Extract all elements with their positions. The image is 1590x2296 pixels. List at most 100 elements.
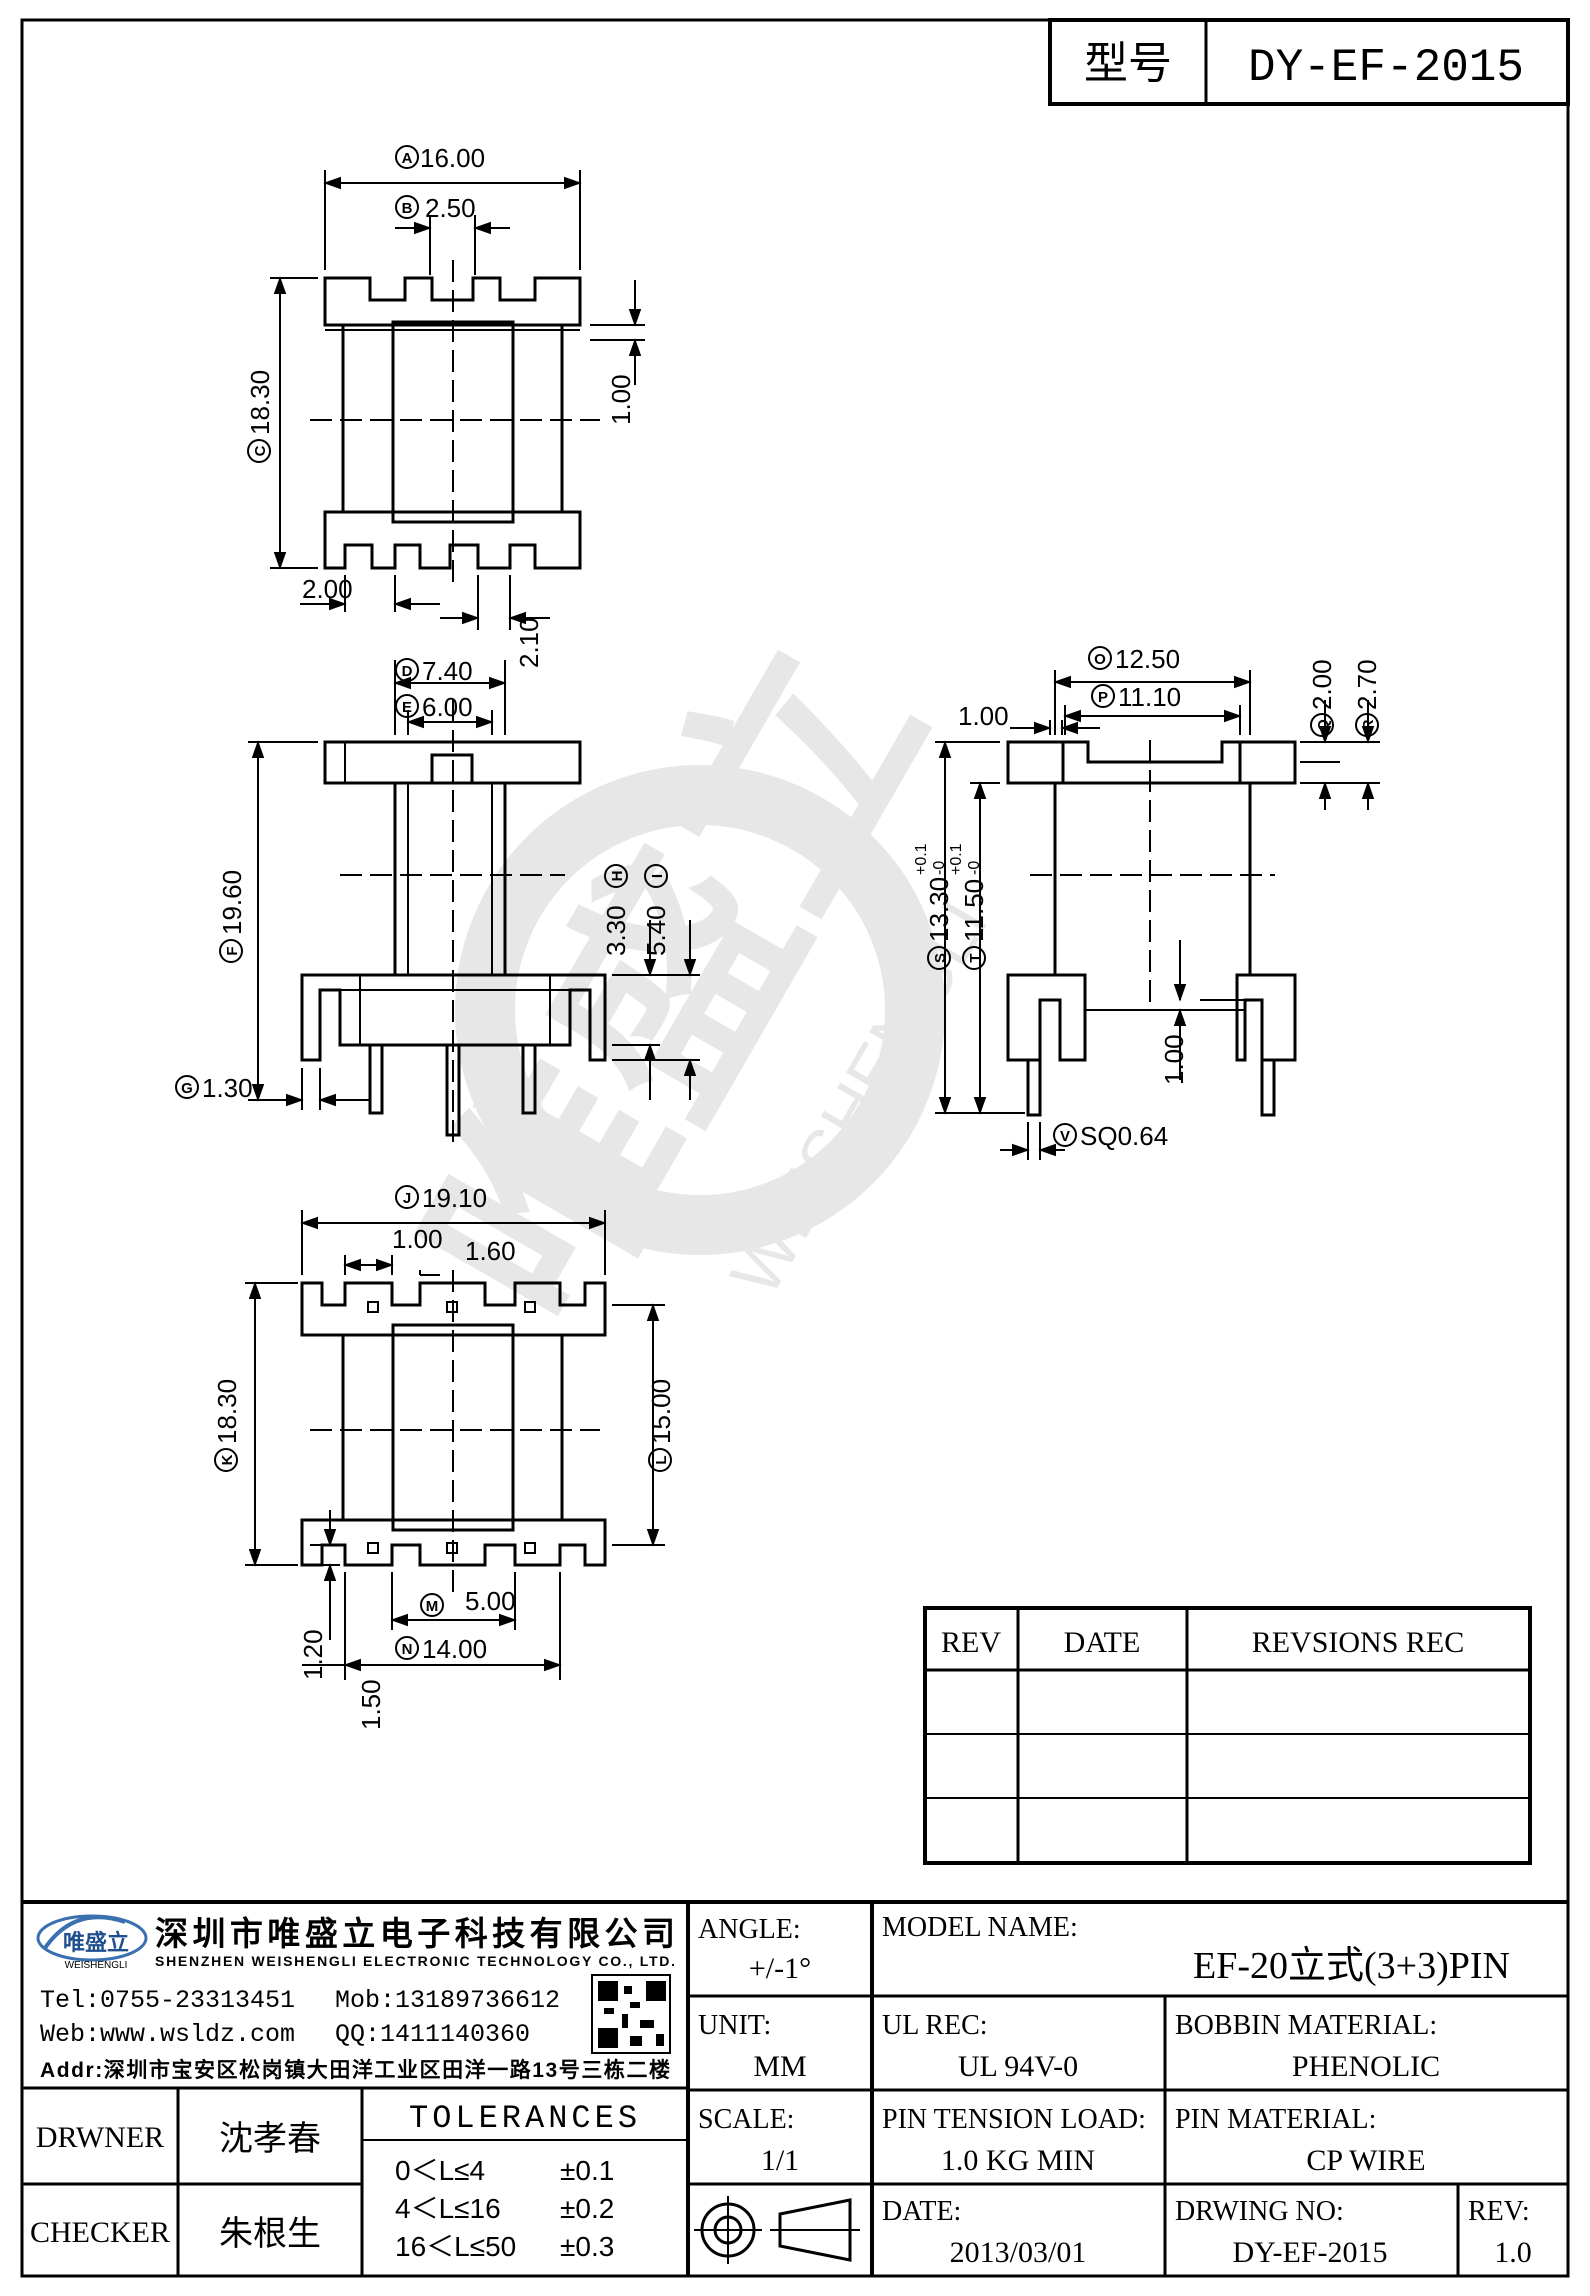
top-dim-labels: A 16.00 B 2.50 C 18.30 1.00 2.00 2.10 xyxy=(245,143,636,668)
checker-name: 朱根生 xyxy=(219,2215,321,2253)
top-flange-lower xyxy=(323,510,582,570)
unit-label: UNIT: xyxy=(698,2010,771,2041)
company-logo: 唯盛立 WEISHENGLI xyxy=(36,1914,148,1971)
marker-G-letter: G xyxy=(181,1080,193,1097)
dim-S: 13.30 xyxy=(924,877,954,942)
front-dim-labels: D 7.40 E 6.00 F 19.60 G 1.30 H 3.30 I 5.… xyxy=(175,656,671,1103)
side-dimensions xyxy=(935,670,1380,1160)
drawer-label: DRWNER xyxy=(36,2121,164,2154)
front-pin-right xyxy=(521,1043,537,1115)
marker-S-letter: S xyxy=(932,953,949,963)
marker-I-letter: I xyxy=(649,874,666,878)
drawing-no-label: DRWING NO: xyxy=(1175,2196,1344,2227)
dim-top-1-00: 1.00 xyxy=(606,374,636,425)
company-name-en: SHENZHEN WEISHENGLI ELECTRONIC TECHNOLOG… xyxy=(155,1953,675,1969)
bobbin-material-label: BOBBIN MATERIAL: xyxy=(1175,2010,1437,2041)
dim-bottom-1-00: 1.00 xyxy=(392,1224,443,1254)
marker-T-letter: T xyxy=(967,953,984,962)
ul-rec-value: UL 94V-0 xyxy=(958,2050,1078,2083)
pin-material-value: CP WIRE xyxy=(1306,2144,1425,2177)
dim-side-1-00-top: 1.00 xyxy=(958,701,1009,731)
marker-F-letter: F xyxy=(224,946,241,955)
marker-A xyxy=(395,145,419,169)
dim-Q: 2.00 xyxy=(1307,659,1337,710)
date-label: DATE: xyxy=(882,2196,961,2227)
marker-D xyxy=(395,658,419,682)
dim-bottom-1-20: 1.20 xyxy=(298,1629,328,1680)
angle-label: ANGLE: xyxy=(698,1914,801,1945)
dim-S-tol-minus: -0 xyxy=(931,861,948,875)
bottom-dimensions xyxy=(245,1210,665,1680)
top-flange-upper xyxy=(323,276,582,327)
front-dimensions xyxy=(248,660,700,1110)
dim-top-2-10: 2.10 xyxy=(514,617,544,668)
logo-text: 唯盛立 xyxy=(63,1930,129,1955)
marker-M xyxy=(420,1593,444,1617)
marker-J xyxy=(395,1185,419,1209)
angle-value: +/-1° xyxy=(749,1952,811,1985)
marker-I xyxy=(644,864,668,888)
tolerance-value-1: ±0.1 xyxy=(560,2155,614,2186)
tolerance-range-1: 0＜L≤4 xyxy=(395,2155,485,2186)
company-mob: Mob:13189736612 xyxy=(335,1986,560,2015)
dim-bottom-1-60: 1.60 xyxy=(465,1236,516,1266)
rev-label: REV: xyxy=(1468,2196,1530,2227)
marker-A-letter: A xyxy=(402,150,413,167)
date-value: 2013/03/01 xyxy=(950,2236,1087,2269)
scale-label: SCALE: xyxy=(698,2104,794,2135)
dim-B: 2.50 xyxy=(425,193,476,223)
company-web: Web:www.wsldz.com xyxy=(40,2020,295,2049)
marker-V xyxy=(1053,1123,1077,1147)
marker-V-letter: V xyxy=(1060,1128,1070,1145)
company-qq: QQ:1411140360 xyxy=(335,2020,530,2049)
marker-H xyxy=(604,864,628,888)
company-block: 唯盛立 WEISHENGLI 深圳市唯盛立电子科技有限公司 SHENZHEN W… xyxy=(36,1914,675,2082)
dim-E: 6.00 xyxy=(422,692,473,722)
dim-side-1-00-bottom: 1.00 xyxy=(1159,1034,1189,1085)
front-base xyxy=(300,973,607,1062)
dim-A: 16.00 xyxy=(420,143,485,173)
view-bottom xyxy=(300,1270,607,1600)
tolerance-range-2: 4＜L≤16 xyxy=(395,2193,501,2224)
marker-C-letter: C xyxy=(252,445,269,456)
unit-value: MM xyxy=(753,2050,806,2083)
company-tel: Tel:0755-23313451 xyxy=(40,1986,295,2015)
marker-P-letter: P xyxy=(1098,689,1108,706)
marker-O xyxy=(1088,646,1112,670)
marker-N-letter: N xyxy=(402,1641,413,1658)
dim-N: 14.00 xyxy=(422,1634,487,1664)
marker-B xyxy=(395,195,419,219)
front-top-flange xyxy=(323,740,582,785)
dim-O: 12.50 xyxy=(1115,644,1180,674)
marker-K xyxy=(214,1448,238,1472)
pin-tension-label: PIN TENSION LOAD: xyxy=(882,2104,1146,2135)
marker-R xyxy=(1355,713,1379,737)
dim-G: 1.30 xyxy=(202,1073,253,1103)
view-side xyxy=(1006,740,1297,1117)
marker-G xyxy=(175,1075,199,1099)
checker-label: CHECKER xyxy=(30,2216,170,2249)
ul-rec-label: UL REC: xyxy=(882,2010,988,2041)
marker-M-letter: M xyxy=(426,1598,439,1615)
dim-R: 2.70 xyxy=(1352,659,1382,710)
dim-P: 11.10 xyxy=(1118,682,1181,712)
tolerance-value-3: ±0.3 xyxy=(560,2231,614,2262)
marker-Q-letter: Q xyxy=(1315,719,1332,731)
dim-M: 5.00 xyxy=(465,1586,516,1616)
marker-C xyxy=(247,439,271,463)
drawing-no-value: DY-EF-2015 xyxy=(1233,2236,1388,2269)
dim-K: 18.30 xyxy=(212,1379,242,1444)
rev-header-rec: REVSIONS REC xyxy=(1252,1626,1465,1659)
model-name-value: EF-20立式(3+3)PIN xyxy=(1193,1945,1510,1987)
marker-P xyxy=(1091,684,1115,708)
rev-value: 1.0 xyxy=(1494,2236,1532,2269)
model-name-label: MODEL NAME: xyxy=(882,1912,1078,1943)
marker-J-letter: J xyxy=(403,1190,411,1207)
dim-C: 18.30 xyxy=(245,370,275,435)
marker-S xyxy=(927,946,951,970)
marker-T xyxy=(962,946,986,970)
dim-S-tol-plus: +0.1 xyxy=(913,843,930,875)
dim-T: 11.50 xyxy=(959,879,989,942)
revision-table: REV DATE REVSIONS REC xyxy=(923,1606,1532,1865)
marker-R-letter: R xyxy=(1360,719,1377,730)
